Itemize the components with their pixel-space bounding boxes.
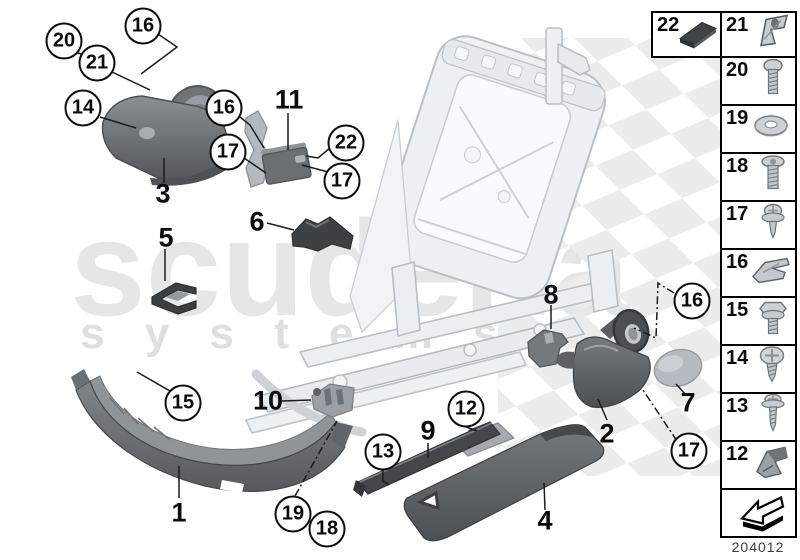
legend-cell-20[interactable]: 20 (720, 56, 797, 106)
part-label-5[interactable]: 5 (158, 222, 174, 253)
legend-number: 15 (726, 299, 749, 321)
callout-circle-19[interactable]: 19 (274, 495, 312, 533)
legend-cell-19[interactable]: 19 (720, 104, 797, 154)
part-4-rail-trim-panel[interactable] (403, 424, 605, 542)
legend-number: 16 (726, 251, 749, 273)
part-5-channel-clip[interactable] (151, 282, 197, 315)
part-label-6[interactable]: 6 (249, 206, 265, 237)
legend-cell-12[interactable]: 12 (720, 440, 797, 490)
collar-screw-icon (753, 202, 793, 249)
part-10-mounting-bracket[interactable] (311, 383, 355, 418)
legend-number: 22 (657, 14, 680, 36)
diagram-code: 204012 (731, 539, 785, 555)
part-7-round-cap[interactable] (650, 344, 706, 391)
legend-number: 21 (726, 14, 749, 36)
part-6-bracket-trim[interactable] (291, 216, 354, 252)
hex-flange-bolt-icon (753, 298, 793, 345)
legend-cell-13[interactable]: 13 (720, 392, 797, 442)
legend-cell-14[interactable]: 14 (720, 344, 797, 394)
callout-circle-16-b[interactable]: 16 (205, 89, 243, 127)
callout-circle-18[interactable]: 18 (308, 510, 346, 548)
callout-circle-16-a[interactable]: 16 (124, 7, 162, 45)
legend-number: 19 (726, 107, 749, 129)
callout-circle-13[interactable]: 13 (364, 433, 402, 471)
seat-frame-ghost (245, 27, 619, 437)
retaining-clip-icon (749, 251, 793, 296)
part-label-8[interactable]: 8 (543, 279, 559, 310)
legend-cell-18[interactable]: 18 (720, 152, 797, 202)
part-2-recliner-cover[interactable] (555, 307, 652, 408)
legend-number: 18 (726, 155, 749, 177)
part-label-10[interactable]: 10 (252, 385, 284, 416)
pan-head-screw-icon (753, 58, 793, 105)
part-label-1[interactable]: 1 (171, 497, 187, 528)
legend-cell-arrow[interactable] (720, 488, 797, 538)
part-1-front-trim[interactable] (71, 369, 353, 493)
trim-pad-icon (678, 12, 718, 57)
phillips-screw-icon (751, 346, 793, 393)
legend-cell-21[interactable]: 21 (720, 11, 797, 58)
legend-number: 12 (726, 443, 749, 465)
part-label-9[interactable]: 9 (420, 415, 436, 446)
washer-icon (749, 107, 793, 152)
callout-circle-17-a[interactable]: 17 (209, 133, 247, 171)
legend-cell-22[interactable]: 22 (651, 11, 722, 58)
callout-circle-22[interactable]: 22 (327, 124, 365, 162)
part-label-2[interactable]: 2 (599, 418, 615, 449)
leader-lines (75, 33, 687, 511)
part-9-rail-strip[interactable] (353, 421, 516, 497)
countersunk-screw-icon (753, 154, 793, 201)
callout-circle-17-b[interactable]: 17 (323, 162, 361, 200)
washer-head-screw-icon (753, 393, 793, 442)
callout-circle-17-c[interactable]: 17 (670, 432, 708, 470)
callout-circle-20[interactable]: 20 (45, 22, 83, 60)
legend-cell-15[interactable]: 15 (720, 296, 797, 346)
legend-number: 13 (726, 395, 749, 417)
part-label-7[interactable]: 7 (680, 387, 696, 418)
part-label-3[interactable]: 3 (155, 178, 171, 209)
legend-number: 14 (726, 347, 749, 369)
legend-number: 20 (726, 59, 749, 81)
callout-circle-16-c[interactable]: 16 (673, 282, 711, 320)
part-8-guide-clip[interactable] (527, 329, 569, 368)
speed-nut-clip-icon (751, 11, 793, 58)
legend-cell-17[interactable]: 17 (720, 200, 797, 250)
callout-circle-14[interactable]: 14 (64, 89, 102, 127)
callout-circle-21[interactable]: 21 (78, 44, 116, 82)
part-3-belt-outlet-cover[interactable] (101, 81, 232, 186)
clamp-bracket-icon (751, 442, 793, 489)
part-label-11[interactable]: 11 (274, 84, 304, 115)
part-label-4[interactable]: 4 (537, 505, 553, 536)
direction-arrow-icon (739, 489, 785, 538)
part-11-actuator-bracket[interactable] (244, 110, 312, 188)
legend-cell-16[interactable]: 16 (720, 248, 797, 298)
callout-circle-12[interactable]: 12 (447, 390, 485, 428)
legend-number: 17 (726, 203, 749, 225)
callout-circle-15[interactable]: 15 (164, 384, 202, 422)
